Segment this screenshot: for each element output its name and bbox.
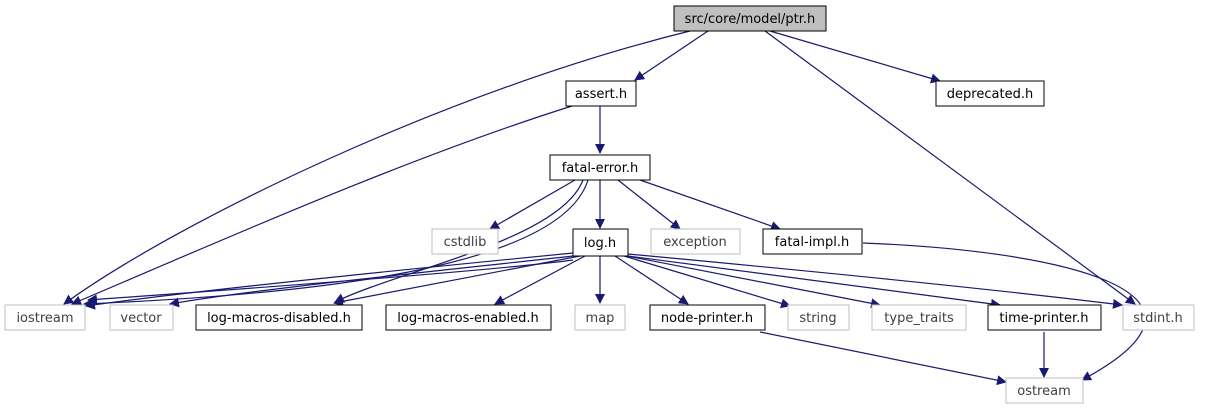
edge-fatal-error-to-exception bbox=[617, 179, 681, 230]
node-deprecated-h-label: deprecated.h bbox=[947, 87, 1033, 102]
edge-fatal-impl-to-ostream bbox=[862, 242, 1146, 381]
edge-fatal-error-to-cstdlib bbox=[489, 179, 576, 230]
edge-fatal-error-to-fatal-impl bbox=[639, 179, 781, 231]
node-string-label: string bbox=[799, 311, 836, 326]
node-ostream: ostream bbox=[1005, 377, 1084, 404]
node-type-traits-label: type_traits bbox=[884, 311, 954, 326]
node-time-printer-h-label: time-printer.h bbox=[999, 311, 1088, 326]
node-cstdlib-label: cstdlib bbox=[444, 235, 487, 250]
edge-log-to-iostream-loop bbox=[87, 259, 574, 305]
node-stdint-h: stdint.h bbox=[1122, 304, 1195, 331]
node-type-traits: type_traits bbox=[871, 304, 967, 331]
edge-node-printer-to-ostream bbox=[759, 331, 1007, 386]
edge-assert-to-iostream bbox=[71, 105, 573, 306]
node-node-printer-h-label: node-printer.h bbox=[661, 311, 753, 326]
edge-log-to-log-macros-enabled bbox=[494, 255, 586, 305]
node-fatal-impl-h-label: fatal-impl.h bbox=[775, 235, 849, 250]
node-log-macros-disabled-h-label: log-macros-disabled.h bbox=[207, 311, 351, 326]
node-fatal-error-h-label: fatal-error.h bbox=[562, 161, 639, 176]
node-vector-label: vector bbox=[120, 311, 162, 326]
node-fatal-error-h[interactable]: fatal-error.h bbox=[549, 154, 651, 181]
node-vector: vector bbox=[109, 304, 174, 331]
edge-log-to-stdint bbox=[627, 253, 1123, 309]
edge-log-to-iostream bbox=[85, 252, 574, 310]
edge-ptr-to-stdint bbox=[764, 30, 1136, 305]
node-time-printer-h[interactable]: time-printer.h bbox=[987, 304, 1102, 331]
node-map-label: map bbox=[586, 311, 615, 326]
node-fatal-impl-h[interactable]: fatal-impl.h bbox=[762, 228, 863, 255]
edge-log-to-type-traits bbox=[626, 255, 881, 309]
edge-log-to-vector bbox=[169, 255, 574, 308]
node-iostream: iostream bbox=[4, 304, 86, 331]
node-node-printer-h[interactable]: node-printer.h bbox=[649, 304, 766, 331]
edge-log-to-node-printer bbox=[614, 255, 689, 305]
edge-ptr-to-assert bbox=[634, 30, 709, 81]
node-log-h[interactable]: log.h bbox=[572, 228, 629, 257]
node-ptr-h[interactable]: src/core/model/ptr.h bbox=[673, 5, 827, 32]
node-stdint-h-label: stdint.h bbox=[1133, 311, 1182, 326]
edge-ptr-to-iostream bbox=[63, 30, 691, 305]
node-deprecated-h[interactable]: deprecated.h bbox=[935, 80, 1045, 107]
node-exception: exception bbox=[650, 228, 741, 255]
node-string: string bbox=[787, 304, 850, 331]
node-log-macros-enabled-h[interactable]: log-macros-enabled.h bbox=[385, 304, 552, 331]
edge-ptr-to-deprecated bbox=[769, 30, 941, 84]
node-iostream-label: iostream bbox=[16, 311, 73, 326]
node-assert-h-label: assert.h bbox=[575, 87, 627, 102]
node-ostream-label: ostream bbox=[1017, 384, 1071, 399]
node-ptr-h-label: src/core/model/ptr.h bbox=[685, 12, 816, 27]
edge-log-to-time-printer bbox=[627, 255, 1001, 309]
node-exception-label: exception bbox=[663, 235, 727, 250]
node-cstdlib: cstdlib bbox=[431, 228, 499, 255]
node-log-macros-enabled-h-label: log-macros-enabled.h bbox=[397, 311, 538, 326]
node-assert-h[interactable]: assert.h bbox=[565, 80, 637, 107]
edge-fatal-error-to-iostream bbox=[83, 179, 589, 309]
node-log-macros-disabled-h[interactable]: log-macros-disabled.h bbox=[195, 304, 363, 331]
node-log-h-label: log.h bbox=[584, 236, 616, 251]
node-map: map bbox=[574, 304, 626, 331]
edge-log-to-string bbox=[623, 255, 791, 309]
